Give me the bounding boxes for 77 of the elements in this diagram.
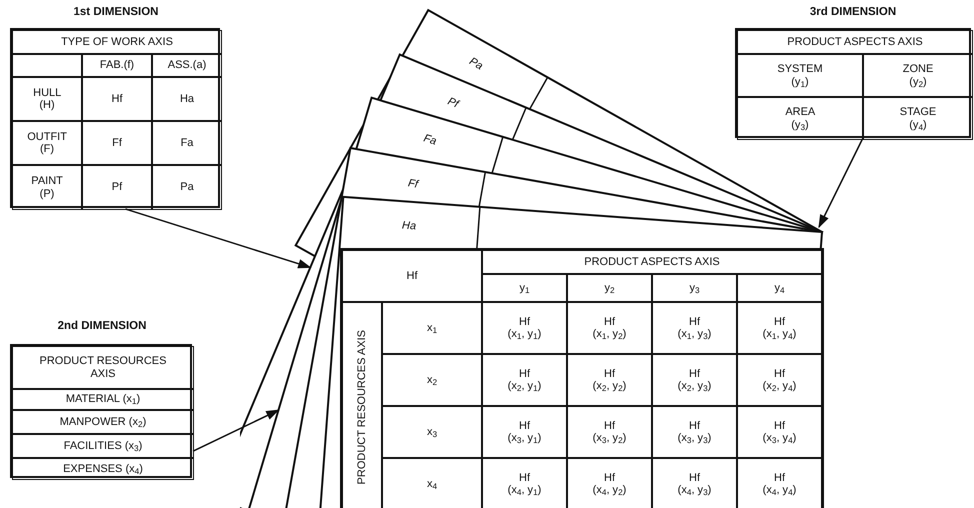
dimension-heading: 2nd DIMENSION [58, 320, 146, 332]
table-text: (x$_{1}$, y$_{4}$) [762, 328, 796, 340]
table-text: (x$_{1}$, y$_{3}$) [678, 328, 712, 340]
table-text: Hf [774, 420, 785, 432]
table-text: PRODUCT ASPECTS AXIS [584, 256, 720, 268]
table-text: ASS.(a) [168, 59, 206, 72]
table-text: TYPE OF WORK AXIS [61, 36, 173, 48]
table-text: (x$_{2}$, y$_{2}$) [592, 380, 626, 392]
table-text: Hf [774, 368, 785, 380]
table-text: Hf [112, 92, 122, 106]
table-text: Pa [180, 181, 194, 194]
table-text: y$_{3}$ [689, 282, 700, 294]
table-text: HULL (H) [33, 86, 61, 112]
table-text: Pf [112, 181, 122, 194]
table-text: ZONE (y$_{2}$) [902, 63, 934, 88]
arrow [125, 208, 312, 268]
table-text: Hf [519, 368, 530, 380]
table-text: AREA (y$_{3}$) [785, 106, 815, 131]
table-text: (x$_{1}$, y$_{2}$) [592, 328, 626, 340]
table-text: (x$_{3}$, y$_{3}$) [678, 432, 712, 444]
table-text: (x$_{2}$, y$_{4}$) [762, 380, 796, 392]
table-text: MATERIAL (x$_{1}$) [66, 393, 140, 406]
table-text: (x$_{3}$, y$_{2}$) [592, 432, 626, 444]
dimension-heading: 3rd DIMENSION [810, 6, 896, 18]
table-text: Ha [180, 92, 194, 106]
table-text: Hf [689, 316, 700, 328]
table-text: MANPOWER (x$_{2}$) [60, 416, 146, 428]
sheet-label: Fa [422, 132, 438, 148]
table-text: Ff [112, 136, 122, 150]
table-text: x$_{4}$ [426, 478, 438, 490]
sheet-label: Ff [407, 176, 420, 190]
table-text: FAB.(f) [100, 59, 134, 72]
table-text: (x$_{4}$, y$_{4}$) [762, 484, 796, 496]
table-text: y$_{2}$ [604, 282, 615, 294]
table-text: EXPENSES (x$_{4}$) [63, 462, 143, 476]
table-text: Hf [689, 472, 700, 484]
table-text: PRODUCT RESOURCES AXIS [356, 330, 368, 484]
table-text: PRODUCT RESOURCES AXIS [38, 355, 168, 380]
matrix-sheet [340, 248, 824, 508]
table-text: x$_{2}$ [426, 374, 438, 386]
table-text: Hf [774, 316, 785, 328]
table-text: x$_{3}$ [426, 426, 438, 438]
table-text: PAINT (P) [31, 175, 63, 200]
table-text: y$_{1}$ [519, 282, 530, 294]
table-text: Hf [604, 368, 615, 380]
table-text: Hf [519, 316, 530, 328]
table-text: (x$_{3}$, y$_{1}$) [508, 432, 542, 444]
arrow [818, 138, 864, 228]
table-text: Hf [604, 316, 615, 328]
table-text: OUTFIT (F) [27, 130, 67, 156]
table-text: Hf [689, 368, 700, 380]
table-text: Hf [689, 420, 700, 432]
arrow [192, 409, 280, 452]
table-text: x$_{1}$ [426, 322, 438, 334]
sheet-label: Ha [402, 219, 417, 232]
table-text: STAGE (y$_{4}$) [900, 106, 936, 131]
table-text: y$_{4}$ [774, 282, 785, 294]
table-text: (x$_{4}$, y$_{3}$) [678, 484, 712, 496]
table-text: (x$_{2}$, y$_{1}$) [508, 380, 542, 392]
table-text: SYSTEM (y$_{1}$) [777, 63, 823, 88]
dimension-heading: 1st DIMENSION [74, 6, 158, 18]
table-text: Hf [774, 472, 785, 484]
table-text: Fa [180, 136, 194, 150]
table-text: (x$_{3}$, y$_{4}$) [762, 432, 796, 444]
sheet-label: Pf [446, 95, 460, 111]
table-text: Hf [406, 270, 418, 282]
table-text: (x$_{1}$, y$_{1}$) [508, 328, 542, 340]
table-text: Hf [604, 472, 615, 484]
table-text: (x$_{2}$, y$_{3}$) [678, 380, 712, 392]
table-text: Hf [604, 420, 615, 432]
table-text: Hf [519, 472, 530, 484]
table-text: (x$_{4}$, y$_{2}$) [592, 484, 626, 496]
table-text: Hf [519, 420, 530, 432]
table-text: PRODUCT ASPECTS AXIS [787, 36, 923, 48]
table-text: (x$_{4}$, y$_{1}$) [508, 484, 542, 496]
sheet-label: Pa [466, 56, 484, 73]
table-text: FACILITIES (x$_{3}$) [64, 440, 142, 452]
